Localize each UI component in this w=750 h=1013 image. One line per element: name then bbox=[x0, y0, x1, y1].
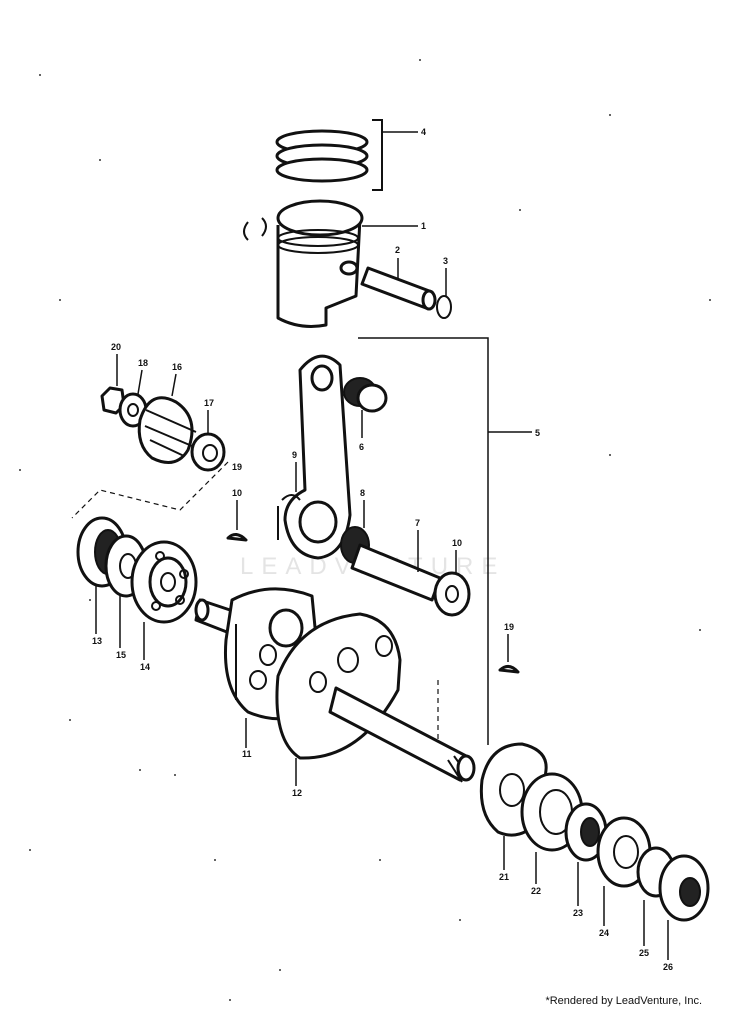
callout-24: 24 bbox=[599, 928, 609, 938]
callout-11: 11 bbox=[242, 749, 252, 759]
woodruff-key-upper bbox=[226, 500, 248, 542]
callout-18: 18 bbox=[138, 358, 148, 368]
crank-pin bbox=[350, 530, 442, 602]
thrust-washer bbox=[433, 550, 471, 617]
small-end-bearing bbox=[343, 377, 388, 438]
render-credit: *Rendered by LeadVenture, Inc. bbox=[545, 995, 702, 1007]
crankshaft-right-half bbox=[275, 612, 476, 786]
callout-5: 5 bbox=[535, 428, 540, 438]
callout-23: 23 bbox=[573, 908, 583, 918]
connecting-rod bbox=[283, 354, 352, 560]
piston bbox=[243, 199, 418, 328]
callout-2: 2 bbox=[395, 245, 400, 255]
callout-6: 6 bbox=[359, 442, 364, 452]
rod-side-washer bbox=[277, 462, 301, 540]
left-crank-bearing-set bbox=[76, 516, 198, 660]
callout-26: 26 bbox=[663, 962, 673, 972]
primary-drive-gear-set bbox=[100, 354, 226, 472]
callout-19a: 19 bbox=[504, 622, 514, 632]
piston-pin-clip bbox=[436, 268, 452, 319]
callout-12: 12 bbox=[292, 788, 302, 798]
callout-10b: 10 bbox=[232, 488, 242, 498]
callout-22: 22 bbox=[531, 886, 541, 896]
callout-1: 1 bbox=[421, 221, 426, 231]
callout-9: 9 bbox=[292, 450, 297, 460]
woodruff-key-lower bbox=[498, 634, 520, 674]
callout-14: 14 bbox=[140, 662, 150, 672]
piston-pin bbox=[360, 258, 437, 311]
callout-16: 16 bbox=[172, 362, 182, 372]
assembly-bracket bbox=[358, 337, 489, 745]
callout-13: 13 bbox=[92, 636, 102, 646]
callout-7: 7 bbox=[415, 518, 420, 528]
callout-15: 15 bbox=[116, 650, 126, 660]
piston-rings bbox=[275, 119, 418, 191]
callout-10a: 10 bbox=[452, 538, 462, 548]
callout-20: 20 bbox=[111, 342, 121, 352]
callout-3: 3 bbox=[443, 256, 448, 266]
callout-labels: 4 1 2 3 5 6 7 8 9 10 10 11 12 13 14 15 1… bbox=[92, 127, 673, 972]
callout-21: 21 bbox=[499, 872, 509, 882]
gear-dash-guide bbox=[71, 461, 229, 519]
callout-4: 4 bbox=[421, 127, 426, 137]
callout-25: 25 bbox=[639, 948, 649, 958]
callout-17: 17 bbox=[204, 398, 214, 408]
right-crank-bearing-set bbox=[479, 742, 710, 960]
callout-8: 8 bbox=[360, 488, 365, 498]
scan-specks bbox=[19, 59, 711, 1001]
callout-19b: 19 bbox=[232, 462, 242, 472]
